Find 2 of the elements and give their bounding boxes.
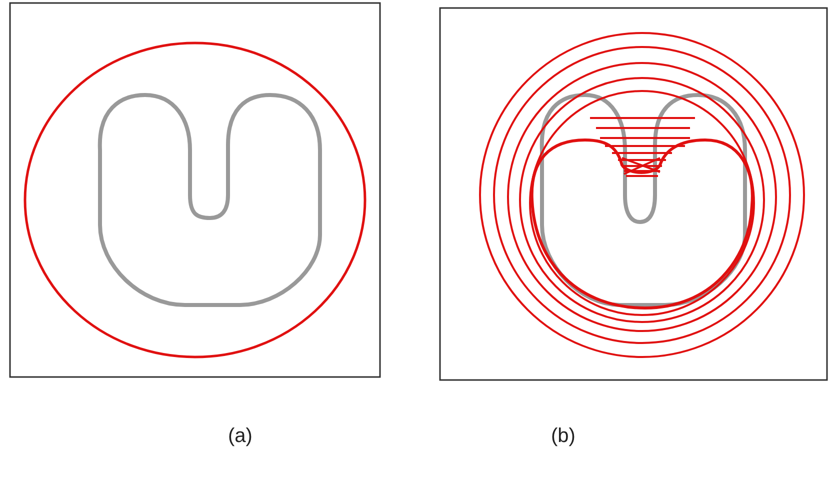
panel-label: (a): [228, 425, 252, 448]
panel-label: (b): [551, 425, 576, 448]
